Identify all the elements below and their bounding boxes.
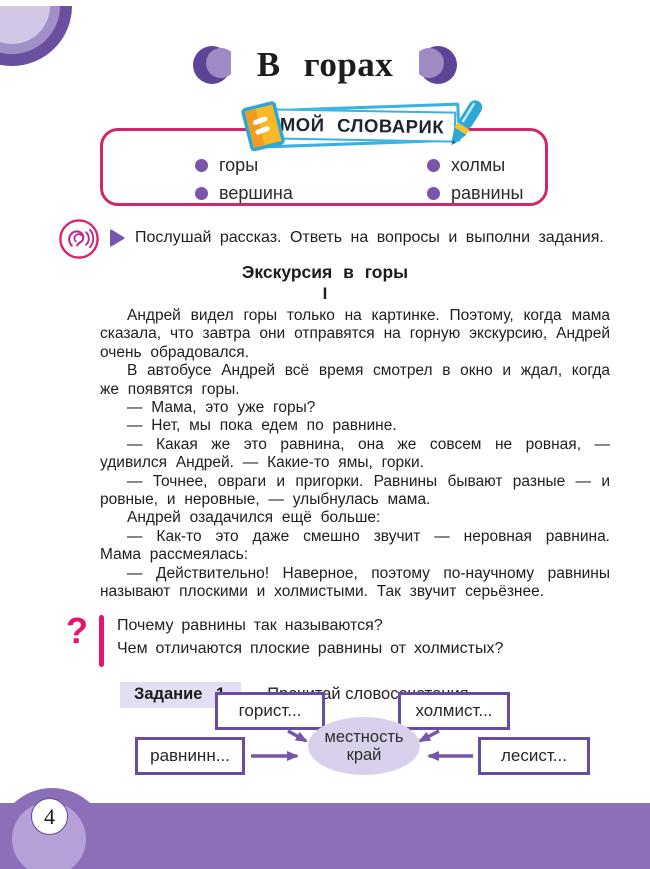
diagram-center-word: местность: [324, 728, 404, 746]
page-number-badge: 4: [31, 798, 68, 835]
chapter-title-row: В горах: [0, 40, 650, 90]
story-paragraph: — Как-то это даже смешно звучит — неровн…: [100, 527, 610, 564]
story-paragraph: Андрей видел горы только на картинке. По…: [100, 307, 610, 361]
vocab-word: холмы: [451, 155, 506, 175]
question-line: Чем отличаются плоские равнины от холмис…: [117, 639, 504, 657]
listen-audio-icon[interactable]: [58, 218, 100, 260]
vocab-item: горы: [195, 155, 427, 176]
diagram-node: горист...: [215, 692, 325, 730]
question-block: ? Почему равнины так называются? Чем отл…: [66, 609, 610, 667]
vocabulary-section: МОЙ СЛОВАРИК: [100, 100, 548, 206]
my-dictionary-banner: МОЙ СЛОВАРИК: [241, 100, 483, 153]
diagram-node: равнинн...: [135, 737, 245, 775]
story-paragraph: — Нет, мы пока едем по равнине.: [127, 417, 397, 435]
story-title: Экскурсия в горы: [241, 262, 409, 282]
listening-instruction-row: Послушай рассказ. Ответь на вопросы и вы…: [58, 218, 610, 260]
question-line: Почему равнины так называются?: [117, 616, 383, 634]
bullet-icon: [195, 159, 208, 172]
chapter-title: В горах: [256, 45, 394, 84]
listening-instruction: Послушай рассказ. Ответь на вопросы и вы…: [135, 229, 604, 246]
play-triangle-icon: [110, 229, 125, 247]
banner-label: МОЙ СЛОВАРИК: [279, 113, 445, 137]
story-part-number: I: [322, 284, 328, 303]
word-diagram: горист... холмист... равнинн... лесист..…: [0, 690, 650, 805]
question-bar: [99, 614, 104, 667]
banner-frame-inner: МОЙ СЛОВАРИК: [267, 108, 457, 143]
diagram-center-word: край: [346, 746, 382, 764]
notebook-icon: [241, 101, 285, 152]
diagram-arrows: [251, 729, 473, 761]
vocab-word: горы: [219, 155, 259, 175]
crescent-right-icon: [419, 46, 458, 84]
vocab-word: равнины: [451, 183, 524, 203]
vocab-item: вершина: [195, 183, 427, 204]
crescent-left-icon: [192, 46, 231, 84]
story-paragraph: — Действительно! Наверное, поэтому по-на…: [100, 564, 610, 601]
story-paragraph: — Мама, это уже горы?: [127, 399, 316, 417]
vocab-item: равнины: [427, 183, 545, 204]
story-paragraph: Андрей озадачился ещё больше:: [127, 509, 381, 527]
diagram-center-ellipse: местность край: [308, 717, 420, 775]
vocab-item: холмы: [427, 155, 545, 176]
question-mark-icon: ?: [66, 609, 88, 651]
footer-bar: [0, 803, 650, 869]
bullet-icon: [427, 187, 440, 200]
vocab-word: вершина: [219, 183, 293, 203]
bullet-icon: [195, 187, 208, 200]
corner-decoration: [0, 6, 86, 78]
story-paragraph: — Какая же это равнина, она же совсем не…: [100, 435, 610, 472]
story-text: Андрей видел горы только на картинке. По…: [100, 307, 610, 602]
diagram-node: лесист...: [478, 737, 590, 775]
story-paragraph: В автобусе Андрей всё время смотрел в ок…: [100, 362, 610, 398]
bullet-icon: [427, 159, 440, 172]
question-text: Почему равнины так называются? Чем отлич…: [117, 612, 503, 660]
page-number: 4: [44, 803, 55, 829]
pen-icon: [451, 100, 483, 146]
diagram-node: холмист...: [398, 692, 510, 730]
story-paragraph: — Точнее, овраги и пригорки. Равнины быв…: [100, 472, 610, 509]
